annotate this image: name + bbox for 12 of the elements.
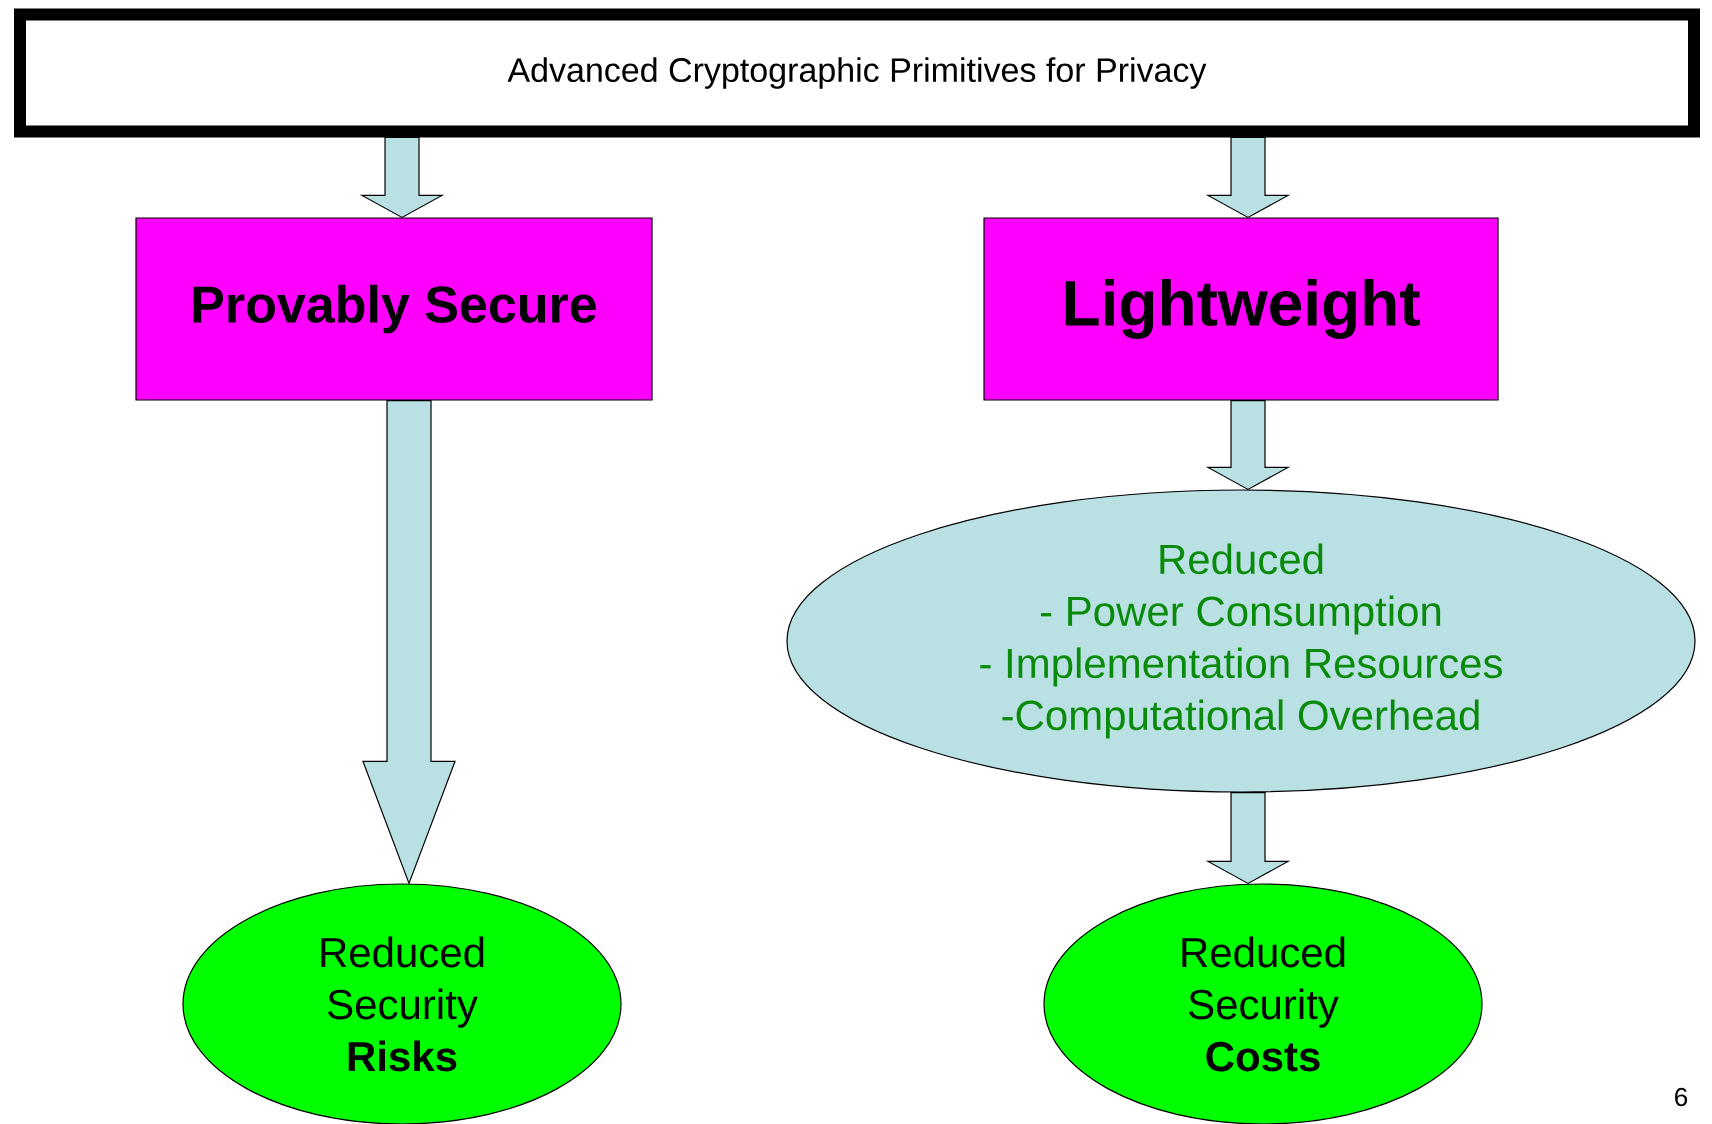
title-box: Advanced Cryptographic Primitives for Privacy <box>14 8 1700 138</box>
block-arrow <box>1205 792 1291 885</box>
process-box: Provably Secure <box>135 217 653 401</box>
page-number: 6 <box>1675 1087 1688 1107</box>
block-arrow <box>1205 136 1291 219</box>
process-box: Lightweight <box>983 217 1499 401</box>
ellipse-node: Reduced Security Risks <box>182 883 622 1124</box>
block-arrow <box>1205 400 1291 491</box>
block-arrow <box>362 400 456 886</box>
ellipse-node: Reduced - Power Consumption - Implementation Resources -Computational Overhead <box>786 489 1696 793</box>
block-arrow <box>359 136 445 219</box>
ellipse-node: Reduced Security Costs <box>1043 883 1483 1124</box>
